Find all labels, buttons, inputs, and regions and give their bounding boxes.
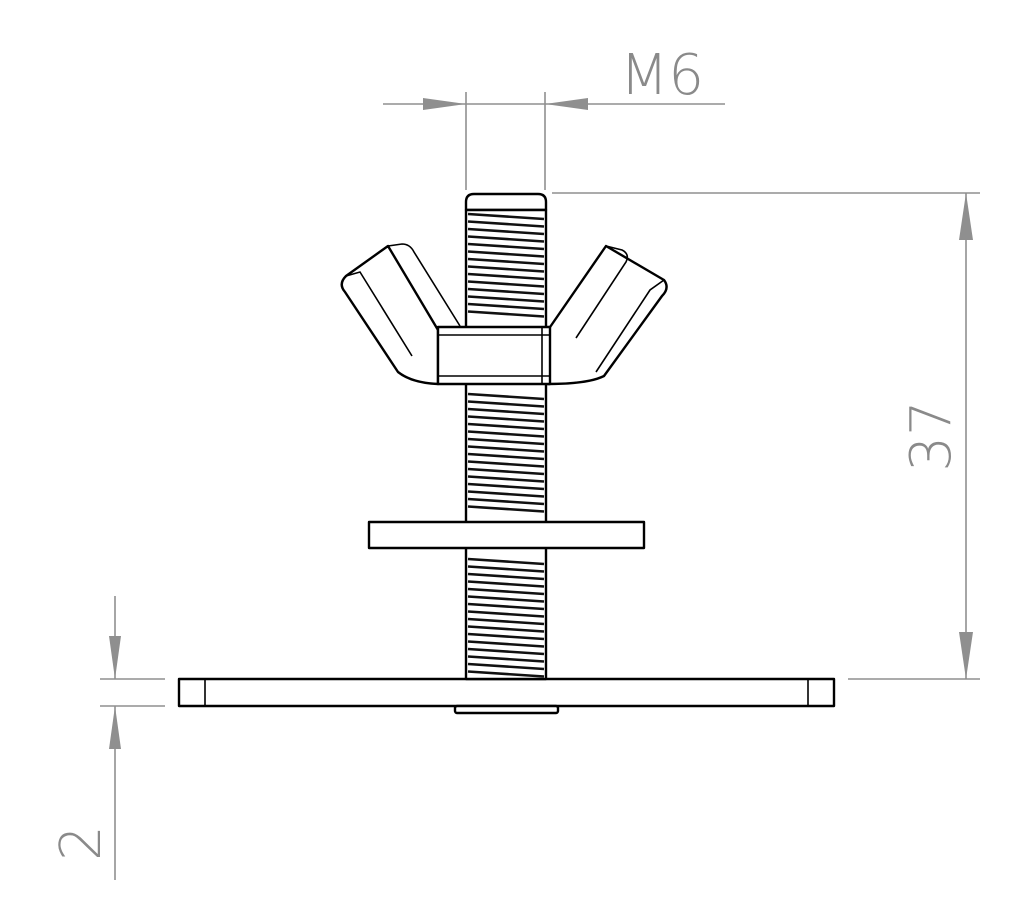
thread-line [467,557,545,566]
wing-left-face [387,243,461,327]
plate-body [177,677,836,708]
wing-right-face [575,245,629,339]
thread-line [467,572,545,581]
thread-line [467,565,545,573]
plate-boss [453,704,560,715]
thread-line [467,407,545,416]
thread-line [467,220,545,228]
wing-right-edge [595,279,665,373]
thread-line [467,400,545,408]
thread-size-label: M6 [620,43,704,108]
thread-size-dimension: M6 [383,43,725,190]
thread-line [467,610,545,618]
bolt-length-label: 37 [899,400,964,471]
thread-line [467,662,545,671]
washer-body [367,520,646,550]
plate-arrow-bottom [109,706,121,749]
thread-line [467,617,545,626]
rod-threads [467,212,545,678]
length-arrow-bottom [959,632,973,679]
thread-line [467,460,545,468]
thread-line [467,632,545,641]
thread-line [467,497,545,506]
thread-line [467,437,545,446]
thread-arrow-right [545,98,588,110]
thread-line [467,265,545,273]
thread-line [467,257,545,266]
thread-line [467,482,545,491]
wing-right [546,244,668,386]
thread-line [467,640,545,648]
thread-line [467,647,545,656]
washer [367,520,646,550]
thread-line [467,587,545,596]
thread-line [467,602,545,611]
thread-line [467,467,545,476]
base-plate [177,677,836,715]
thread-line [467,580,545,588]
thread-line [467,670,545,678]
thread-line [467,392,545,401]
thread-line [467,272,545,281]
threaded-rod [464,192,548,681]
thread-line [467,310,545,318]
wing-nut [340,243,668,386]
thread-line [467,295,545,303]
plate-thickness-label: 2 [49,825,114,861]
thread-line [467,302,545,311]
thread-line [467,250,545,258]
bolt-length-dimension: 37 [552,192,980,680]
thread-line [467,655,545,663]
thread-line [467,280,545,288]
thread-line [467,505,545,513]
thread-line [467,475,545,483]
thread-line [467,430,545,438]
thread-line [467,490,545,498]
thread-line [467,595,545,603]
thread-line [467,625,545,633]
thread-line [467,452,545,461]
thread-line [467,445,545,453]
plate-thickness-dimension: 2 [49,596,165,880]
wing-nut-hub [436,325,552,386]
wing-left-edge [345,271,413,357]
rod-tip [464,192,548,212]
thread-arrow-left [423,98,466,110]
thread-line [467,287,545,296]
thread-line [467,227,545,236]
thread-line [467,242,545,251]
thread-line [467,212,545,221]
length-arrow-top [959,193,973,240]
plate-arrow-top [109,636,121,679]
thread-line [467,235,545,243]
thread-line [467,415,545,423]
thread-line [467,422,545,431]
